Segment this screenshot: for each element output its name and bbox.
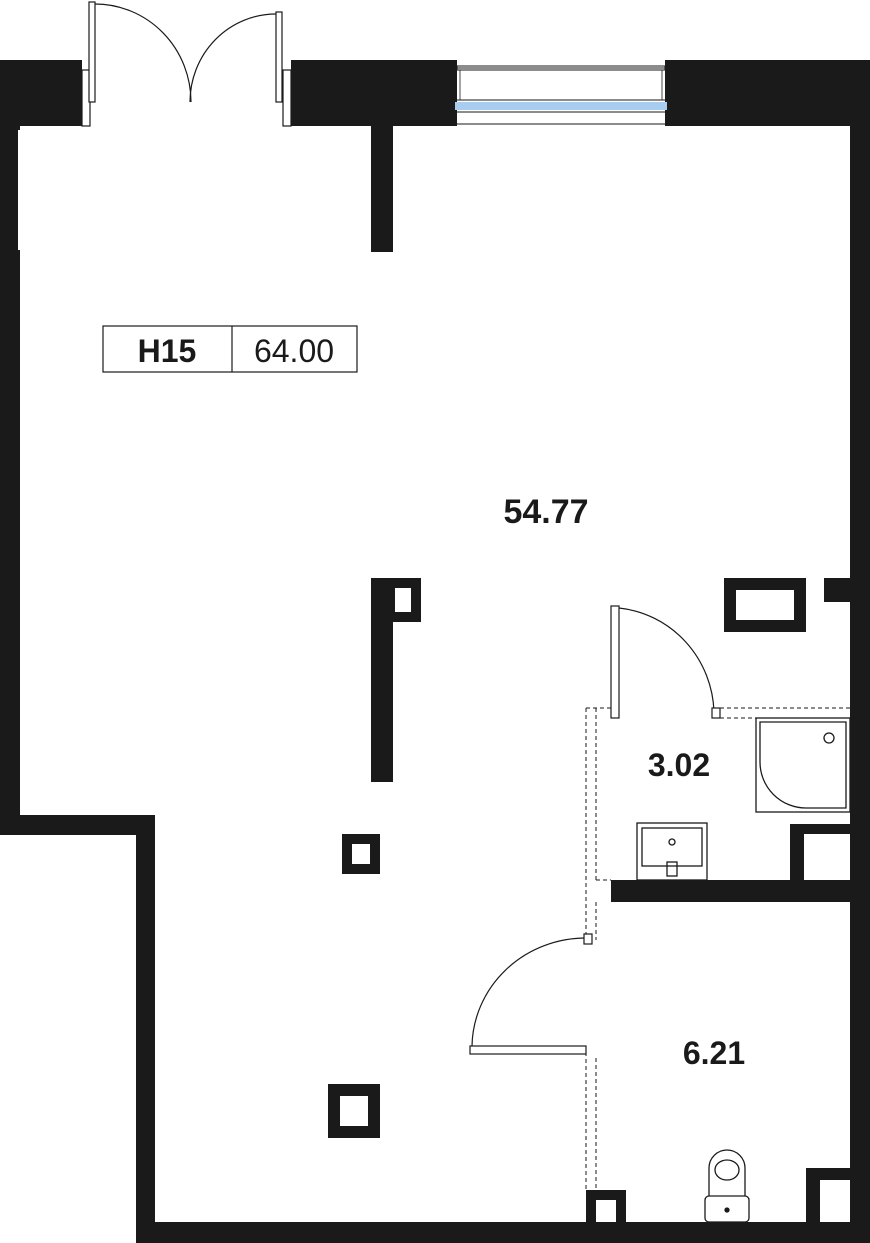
outer-walls <box>0 60 870 1243</box>
wall-right-niche <box>824 578 850 602</box>
light-partitions <box>585 707 850 1190</box>
columns <box>328 578 806 1138</box>
wall-left <box>0 60 20 835</box>
wall-right <box>850 60 870 1243</box>
unit-label: H15 64.00 <box>102 325 358 373</box>
room-area-shower: 3.02 <box>648 747 710 783</box>
room-area-main: 54.77 <box>503 493 588 531</box>
shower-door <box>610 605 721 719</box>
toilet <box>704 1149 750 1223</box>
wall-top-right <box>665 60 870 126</box>
wall-center-partition <box>371 578 393 782</box>
window-glass <box>455 102 667 110</box>
wall-step-vertical <box>136 815 155 1243</box>
wall-left-inner-line <box>18 130 22 250</box>
shower-tray <box>755 717 851 813</box>
wall-step-horizontal <box>0 815 155 835</box>
unit-code: H15 <box>138 333 197 369</box>
block-hollows <box>395 588 850 1222</box>
wall-top-middle <box>291 60 457 126</box>
room-area-toilet: 6.21 <box>683 1035 745 1071</box>
toilet-door <box>469 933 593 1055</box>
window <box>455 65 667 125</box>
sink <box>636 822 708 881</box>
drain-icon <box>823 732 835 744</box>
wall-bath-divider <box>611 880 815 902</box>
entrance-double-door <box>81 1 292 127</box>
wall-partition-top <box>371 126 393 252</box>
unit-total-area: 64.00 <box>254 333 334 369</box>
wall-bottom <box>136 1222 870 1243</box>
